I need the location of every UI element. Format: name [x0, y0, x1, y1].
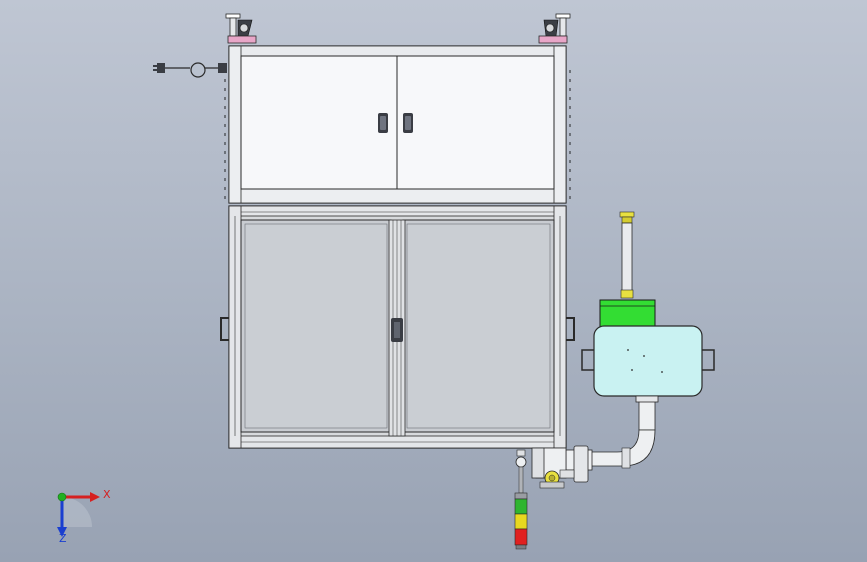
water-tank: [581, 325, 715, 397]
z-axis-label: Z: [59, 532, 67, 545]
axis-triad[interactable]: [57, 492, 100, 537]
signal-yellow-lamp: [514, 513, 528, 530]
signal-tower-light: [514, 449, 528, 550]
signal-red-lamp: [514, 528, 528, 546]
green-pump-box: [599, 299, 656, 329]
upper-cabinet: [224, 45, 571, 204]
top-left-leveling-foot: [225, 13, 257, 44]
x-axis-label: X: [103, 488, 111, 501]
drain-piping: [531, 395, 659, 489]
upper-right-door[interactable]: [396, 55, 555, 190]
top-right-leveling-foot: [538, 13, 571, 44]
upper-left-door[interactable]: [240, 55, 398, 190]
y-axis-dot: [57, 492, 67, 502]
signal-green-lamp: [514, 498, 528, 515]
lower-cabinet: [220, 205, 575, 449]
vent-pipe: [619, 211, 635, 299]
power-cable-plug: [153, 62, 227, 78]
